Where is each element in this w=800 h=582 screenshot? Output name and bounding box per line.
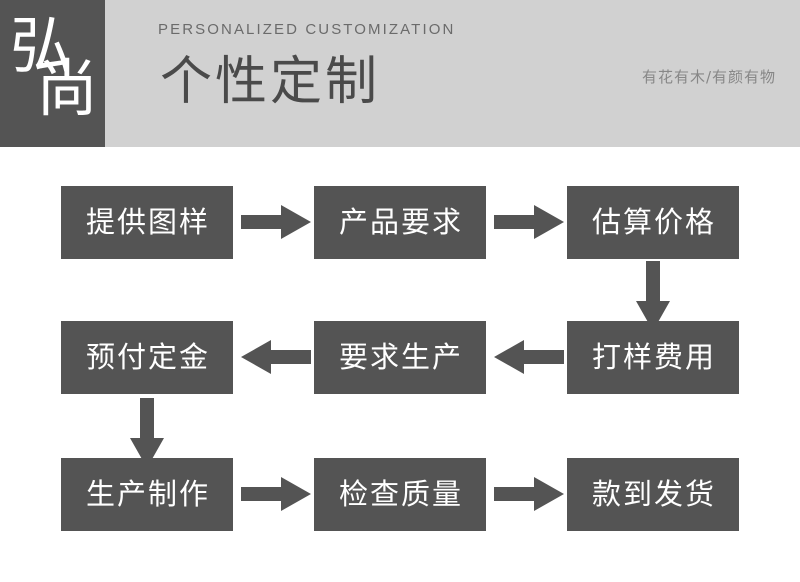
flow-step-box: 提供图样: [61, 186, 233, 259]
flow-step-box: 估算价格: [567, 186, 739, 259]
arrow-right-icon: [494, 205, 564, 239]
flow-step-box: 款到发货: [567, 458, 739, 531]
flow-step-box: 检查质量: [314, 458, 486, 531]
flow-step-box: 要求生产: [314, 321, 486, 394]
arrow-left-icon: [241, 340, 311, 374]
brand-logo-block: 弘 尚: [0, 0, 105, 147]
header-tagline: 有花有木/有颜有物: [641, 68, 776, 86]
arrow-left-icon: [494, 340, 564, 374]
page-header: 弘 尚 PERSONALIZED CUSTOMIZATION 个性定制 有花有木…: [0, 0, 800, 147]
header-eyebrow-text: PERSONALIZED CUSTOMIZATION: [158, 21, 456, 38]
arrow-down-icon: [130, 398, 164, 468]
page-title: 个性定制: [160, 52, 381, 112]
arrow-right-icon: [494, 477, 564, 511]
brand-logo-mark: 弘 尚: [0, 0, 105, 147]
arrow-right-icon: [241, 205, 311, 239]
arrow-right-icon: [241, 477, 311, 511]
process-flow-diagram: 提供图样 产品要求 估算价格 预付定金 要求生产 打样费用 生产制作 检查质量 …: [0, 147, 800, 582]
flow-step-box: 预付定金: [61, 321, 233, 394]
flow-step-box: 产品要求: [314, 186, 486, 259]
arrow-down-icon: [636, 261, 670, 331]
flow-step-box: 打样费用: [567, 321, 739, 394]
flow-step-box: 生产制作: [61, 458, 233, 531]
logo-char-top: 弘: [10, 9, 73, 82]
logo-char-bottom: 尚: [36, 52, 99, 125]
